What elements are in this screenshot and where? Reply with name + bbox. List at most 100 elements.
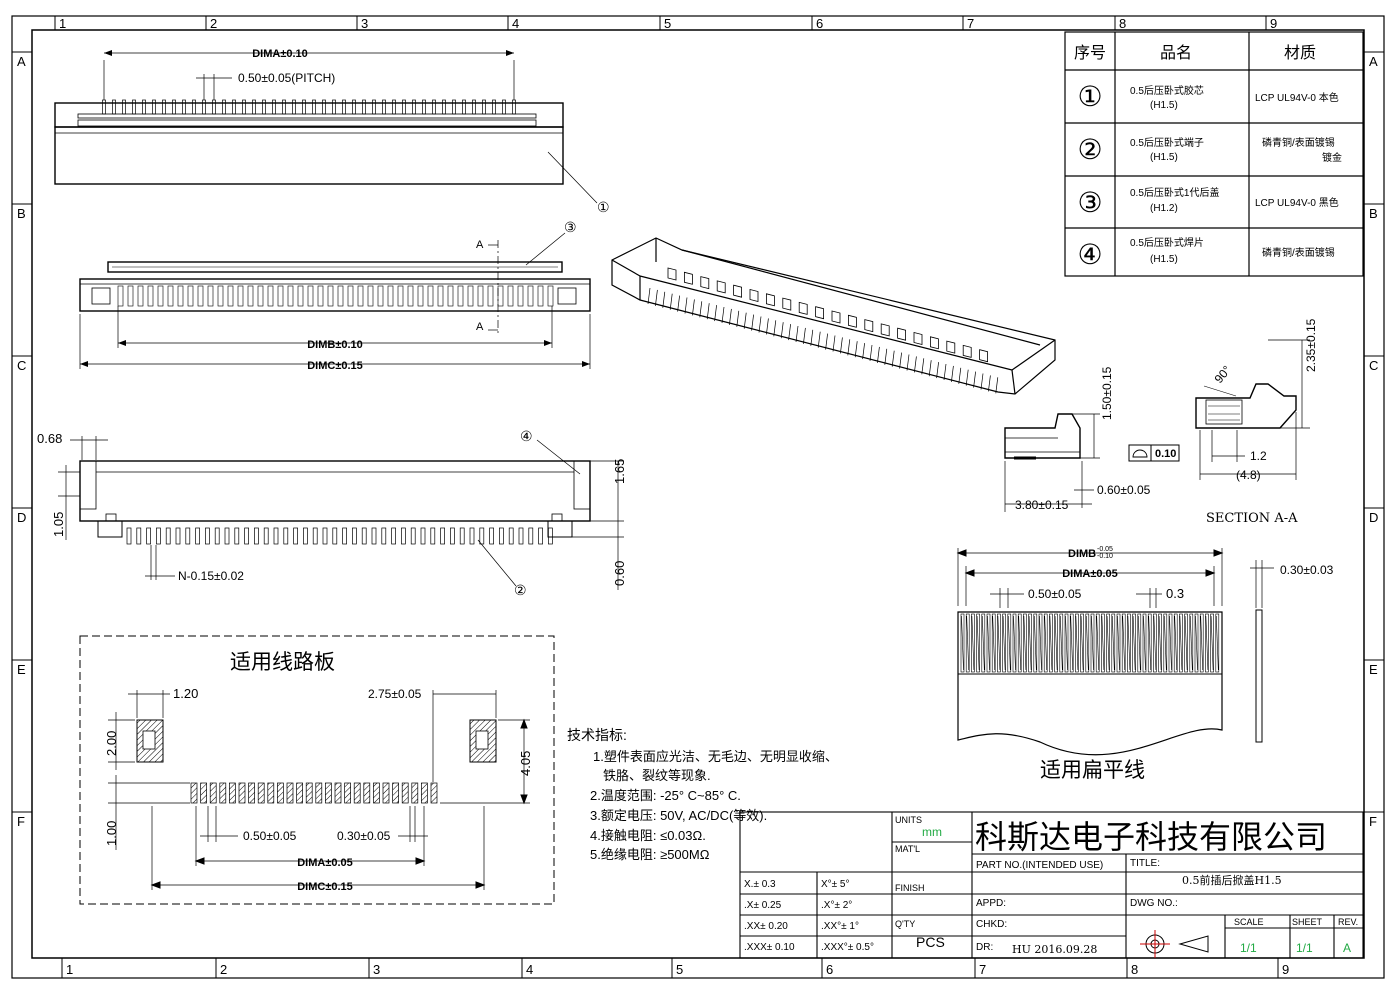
dr-value: HU 2016.09.28 — [1012, 943, 1097, 956]
notes-heading: 技术指标: — [567, 727, 627, 743]
section-height: 2.35±0.15 — [1304, 318, 1318, 372]
projection-symbol-icon — [1140, 930, 1209, 958]
zone-label-left: F — [17, 814, 25, 829]
zone-label-bottom: 7 — [979, 962, 986, 977]
zone-label-right: F — [1369, 814, 1377, 829]
fpc-finger: 0.3 — [1166, 586, 1184, 601]
bom-row-no: ④ — [1077, 239, 1102, 270]
side-height: 1.50±0.15 — [1100, 366, 1114, 420]
callout-2: ② — [514, 582, 527, 598]
note-line-3: 2.温度范围: -25° C~85° C. — [590, 788, 741, 803]
title-label: TITLE: — [1130, 858, 1160, 869]
scale-value: 1/1 — [1240, 941, 1257, 955]
zone-label-top: 6 — [816, 16, 823, 31]
technical-notes: 技术指标: 1.塑件表面应光洁、无毛边、无明显收缩、 铁胳、裂纹等现象. 2.温… — [567, 727, 838, 862]
appd-label: APPD: — [976, 898, 1006, 909]
fpc-pitch: 0.50±0.05 — [1028, 587, 1082, 601]
zone-label-bottom: 1 — [66, 962, 73, 977]
rev-label: REV. — [1338, 917, 1358, 927]
tol-angle-3: .XX°± 1° — [821, 921, 859, 932]
bom-row-name2: (H1.5) — [1150, 100, 1178, 111]
zone-label-top: 9 — [1270, 16, 1277, 31]
bom-row-no: ① — [1077, 81, 1102, 112]
rev-value: A — [1343, 941, 1351, 955]
bom-row-name2: (H1.5) — [1150, 152, 1178, 163]
zone-label-right: C — [1369, 358, 1378, 373]
zone-label-top: 1 — [59, 16, 66, 31]
pcb-title: 适用线路板 — [230, 651, 335, 674]
fpc-dimb-tol-upper: -0.05 — [1097, 546, 1113, 553]
zone-label-bottom: 8 — [1131, 962, 1138, 977]
bom-row-material2: 镀金 — [1322, 151, 1342, 164]
zone-label-left: D — [17, 510, 26, 525]
note-line-1: 1.塑件表面应光洁、无毛边、无明显收缩、 — [593, 749, 838, 764]
bom-table: 序号 品名 材质 ① 0.5后压卧式胶芯 (H1.5) LCP UL94V-0 … — [1064, 31, 1364, 277]
pcb-dimc: DIMC±0.15 — [297, 881, 353, 893]
frame-zone-ticks — [12, 16, 1384, 978]
sheet-label: SHEET — [1292, 917, 1323, 927]
dim-060: 0.60 — [612, 561, 627, 586]
units-label: UNITS — [895, 815, 922, 825]
note-line-6: 5.绝缘电阻: ≥500MΩ — [590, 847, 710, 862]
bom-row-no: ② — [1077, 134, 1102, 165]
bom-header-material: 材质 — [1284, 44, 1316, 62]
section-mark-bottom: A — [476, 321, 484, 333]
dim-n-width: N-0.15±0.02 — [178, 569, 244, 583]
front-dim-c: DIMC±0.15 — [307, 360, 363, 372]
dim-105: 1.05 — [51, 512, 66, 537]
bom-row-name: 0.5后压卧式胶芯 — [1130, 84, 1204, 97]
bom-row-name: 0.5后压卧式焊片 — [1130, 236, 1204, 249]
side-depth: 3.80±0.15 — [1015, 498, 1069, 512]
section-angle: 90° — [1212, 363, 1235, 386]
zone-label-right: D — [1369, 510, 1378, 525]
bom-row-name: 0.5后压卧式端子 — [1130, 136, 1204, 149]
zone-label-right: A — [1369, 54, 1378, 69]
flatness-value: 0.10 — [1155, 448, 1176, 460]
fpc-dimb: DIMB — [1068, 548, 1096, 560]
tol-angle-4: .XXX°± 0.5° — [821, 942, 874, 953]
tol-linear-2: .X± 0.25 — [744, 900, 782, 911]
title-value: 0.5前插后掀盖H1.5 — [1182, 873, 1282, 887]
bom-header-no: 序号 — [1074, 44, 1106, 62]
section-view: 90° 2.35±0.15 1.2 (4.8) SECTION A-A — [1195, 318, 1318, 526]
pcb-pads — [190, 782, 438, 804]
zone-label-top: 8 — [1119, 16, 1126, 31]
fpc-dima: DIMA±0.05 — [1062, 568, 1118, 580]
front-view-pins — [117, 285, 554, 307]
bom-row-material: LCP UL94V-0 黑色 — [1255, 196, 1339, 209]
fpc-cable: DIMB -0.05 -0.10 DIMA±0.05 0.50±0.05 0.3… — [956, 546, 1334, 782]
tol-angle-2: .X°± 2° — [821, 900, 852, 911]
fpc-thickness: 0.30±0.03 — [1280, 563, 1334, 577]
part-no-label: PART NO.(INTENDED USE) — [976, 860, 1103, 871]
units-value: mm — [922, 825, 942, 839]
zone-label-top: 5 — [664, 16, 671, 31]
zone-label-left: E — [17, 662, 26, 677]
callout-3: ③ — [564, 219, 577, 235]
bom-row-material: LCP UL94V-0 本色 — [1255, 91, 1339, 104]
pcb-d100: 1.00 — [104, 821, 119, 846]
zone-label-left: B — [17, 206, 26, 221]
section-mark-top: A — [476, 239, 484, 251]
finish-label: FINISH — [895, 883, 925, 893]
iso-windows — [667, 267, 988, 363]
dwg-no-label: DWG NO.: — [1130, 898, 1178, 909]
dim-068: 0.68 — [37, 431, 62, 446]
sheet-value: 1/1 — [1296, 941, 1313, 955]
callout-4: ④ — [520, 428, 533, 444]
section-d48: (4.8) — [1236, 468, 1261, 482]
fpc-dimb-tol-lower: -0.10 — [1097, 553, 1113, 560]
top-dim-a: DIMA±0.10 — [252, 48, 308, 60]
pcb-d405: 4.05 — [518, 751, 533, 776]
bottom-view-pins — [126, 527, 553, 545]
zone-label-top: 7 — [967, 16, 974, 31]
dim-165: 1.65 — [612, 459, 627, 484]
top-view: DIMA±0.10 0.50±0.05(PITCH) ① — [54, 48, 610, 215]
qty-label: Q'TY — [895, 919, 915, 929]
qty-value: PCS — [916, 934, 945, 950]
bom-row-name2: (H1.5) — [1150, 254, 1178, 265]
sheet-frame — [11, 15, 1385, 979]
zone-label-right: E — [1369, 662, 1378, 677]
bom-row-name: 0.5后压卧式1代后盖 — [1130, 186, 1219, 199]
